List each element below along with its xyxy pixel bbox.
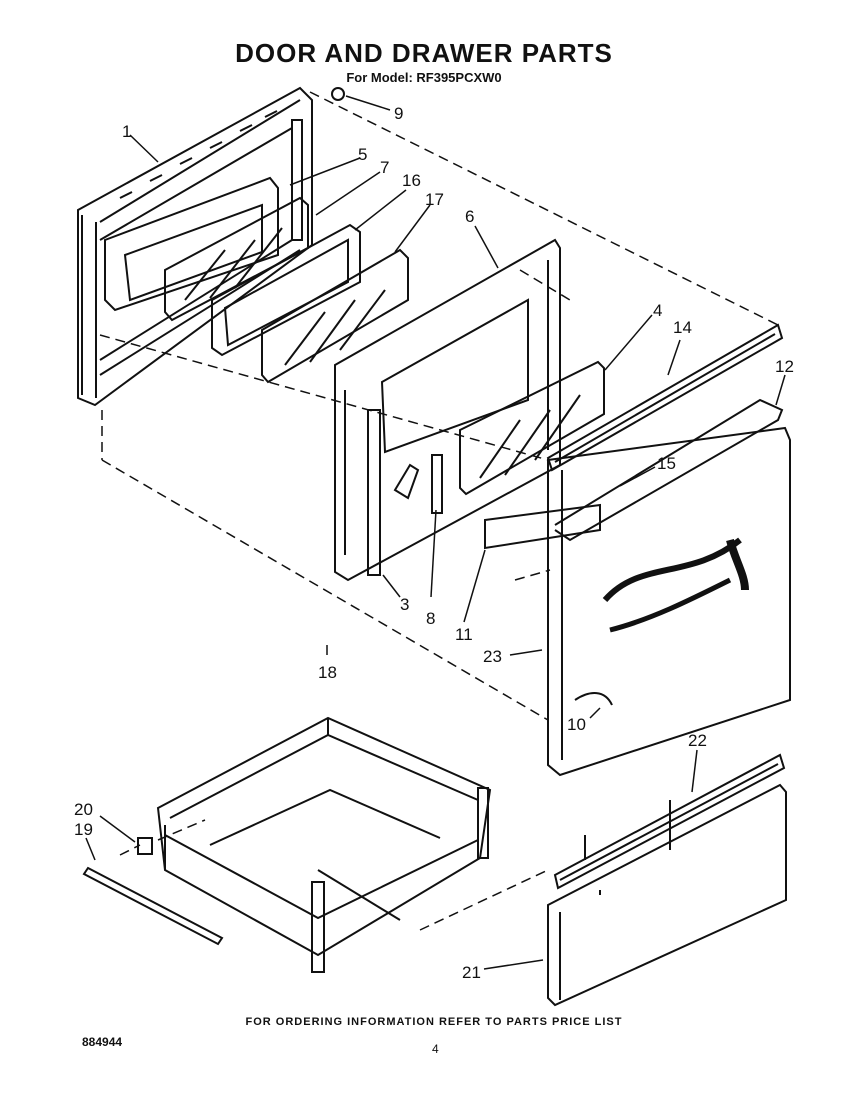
outer-door-frame: [77, 86, 313, 407]
callout-10: 10: [567, 715, 586, 734]
drawer-trim-22: [553, 753, 786, 890]
insulation-11: [484, 503, 601, 550]
callout-8: 8: [426, 609, 435, 628]
leader-lines: [85, 95, 786, 970]
callout-9: 9: [394, 104, 403, 123]
document-number: 884944: [82, 1035, 123, 1049]
glass-panel-17: [261, 248, 409, 384]
callout-16: 16: [402, 171, 421, 190]
callout-4: 4: [653, 301, 662, 320]
page-number: 4: [432, 1042, 439, 1056]
bracket-20: [137, 837, 153, 855]
callout-17: 17: [425, 190, 444, 209]
callout-3: 3: [400, 595, 409, 614]
callout-labels: 1 5 7 16 17 9 6 4 14 12 15 3 8 11 23 10 …: [74, 104, 794, 982]
callout-11: 11: [455, 625, 473, 644]
callout-1: 1: [122, 122, 131, 141]
callout-5: 5: [358, 145, 367, 164]
vent-trim-14: [546, 323, 784, 472]
glass-panel-16: [211, 223, 361, 357]
drawer-front-21: [547, 783, 787, 1007]
callout-14: 14: [673, 318, 692, 337]
alignment-lines: [99, 91, 779, 931]
callout-15: 15: [657, 454, 676, 473]
callout-7: 7: [380, 158, 389, 177]
callout-12: 12: [775, 357, 794, 376]
callout-19: 19: [74, 820, 93, 839]
callout-22: 22: [688, 731, 707, 750]
callout-23: 23: [483, 647, 502, 666]
screw-9: [331, 87, 345, 101]
hinge-8: [431, 454, 443, 514]
rail-19: [82, 866, 224, 946]
ordering-note: FOR ORDERING INFORMATION REFER TO PARTS …: [245, 1016, 623, 1028]
glass-panel-4: [459, 360, 605, 496]
callout-21: 21: [462, 963, 481, 982]
callout-6: 6: [465, 207, 474, 226]
outer-door-panel-23: [547, 426, 791, 777]
door-handle-12: [554, 398, 784, 542]
page-title: DOOR AND DRAWER PARTS: [235, 38, 613, 68]
callout-20: 20: [74, 800, 93, 819]
callout-18: 18: [318, 663, 337, 682]
model-subtitle: For Model: RF395PCXW0: [346, 70, 502, 85]
inner-door-panel-6: [334, 238, 561, 582]
drawer-18: [156, 716, 492, 973]
